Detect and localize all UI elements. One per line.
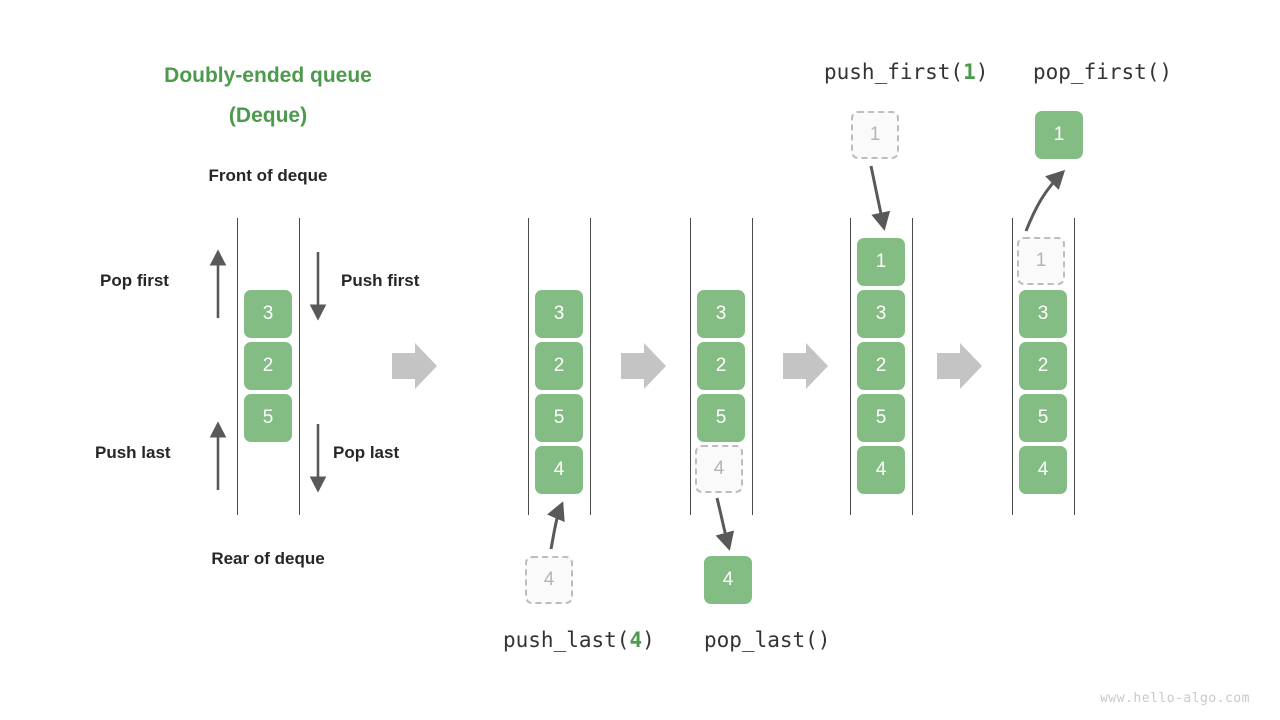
push-first-label: Push first: [341, 271, 420, 290]
panel-pop-last-ghost-box: 4: [695, 445, 743, 493]
panel-legend-rail-left: [237, 218, 238, 515]
pop-last-label: Pop last: [333, 443, 400, 462]
panel-push-first-box-1: 3: [857, 290, 905, 338]
panel-pop-first-box-1: 2: [1019, 342, 1067, 390]
push-last-op-name: push_last(: [503, 628, 630, 652]
push-first-op-close: ): [975, 60, 989, 84]
page-title-line1: Doubly-ended queue: [164, 64, 372, 87]
transition-arrow-1: [392, 343, 437, 389]
front-of-deque-label: Front of deque: [208, 166, 328, 185]
panel-push-last-box-1: 2: [535, 342, 583, 390]
panel-pop-first-popped-box: 1: [1035, 111, 1083, 159]
panel-legend-box-0: 3: [244, 290, 292, 338]
panel-push-last-incoming-box: 4: [525, 556, 573, 604]
panel-pop-last-popped-box: 4: [704, 556, 752, 604]
transition-arrow-2: [621, 343, 666, 389]
panel-push-first-box-4: 4: [857, 446, 905, 494]
panel-pop-last-box-0: 3: [697, 290, 745, 338]
pop-last-motion-arrow: [715, 497, 735, 551]
pop-first-operation-label: pop_first(): [1033, 60, 1173, 84]
panel-pop-last-box-1: 2: [697, 342, 745, 390]
pop-first-motion-arrow: [1024, 169, 1066, 232]
panel-push-first-rail-right: [912, 218, 913, 515]
push-last-operation-label: push_last(4): [503, 628, 655, 652]
panel-push-last-rail-left: [528, 218, 529, 515]
panel-push-first-incoming-box: 1: [851, 111, 899, 159]
panel-push-last-box-2: 5: [535, 394, 583, 442]
panel-push-first-rail-left: [850, 218, 851, 515]
panel-push-first-box-3: 5: [857, 394, 905, 442]
transition-arrow-4: [937, 343, 982, 389]
panel-push-last-box-3: 4: [535, 446, 583, 494]
panel-pop-first-box-3: 4: [1019, 446, 1067, 494]
panel-push-last-rail-right: [590, 218, 591, 515]
push-last-label: Push last: [95, 443, 171, 462]
push-last-op-close: ): [642, 628, 655, 652]
panel-pop-last-rail-right: [752, 218, 753, 515]
panel-legend-box-2: 5: [244, 394, 292, 442]
pop-first-label: Pop first: [100, 271, 169, 290]
push-last-op-arg: 4: [629, 628, 643, 652]
panel-legend-rail-right: [299, 218, 300, 515]
push-first-operation-label: push_first(1): [824, 60, 988, 84]
panel-pop-last-box-2: 5: [697, 394, 745, 442]
panel-pop-first-ghost-box: 1: [1017, 237, 1065, 285]
panel-pop-first-box-2: 5: [1019, 394, 1067, 442]
watermark: www.hello-algo.com: [1100, 691, 1250, 706]
panel-push-first-box-2: 2: [857, 342, 905, 390]
push-first-op-arg: 1: [963, 60, 976, 84]
rear-of-deque-label: Rear of deque: [211, 549, 325, 568]
panel-push-first-box-0: 1: [857, 238, 905, 286]
page-title-line2: (Deque): [228, 104, 308, 127]
panel-pop-first-rail-left: [1012, 218, 1013, 515]
push-first-op-name: push_first(: [824, 60, 964, 84]
push-first-motion-arrow: [869, 165, 891, 231]
panel-legend-box-1: 2: [244, 342, 292, 390]
panel-pop-first-rail-right: [1074, 218, 1075, 515]
transition-arrow-3: [783, 343, 828, 389]
pop-last-operation-label: pop_last(): [704, 628, 831, 652]
panel-pop-first-box-0: 3: [1019, 290, 1067, 338]
push-last-motion-arrow: [547, 501, 565, 550]
panel-pop-last-rail-left: [690, 218, 691, 515]
panel-push-last-box-0: 3: [535, 290, 583, 338]
